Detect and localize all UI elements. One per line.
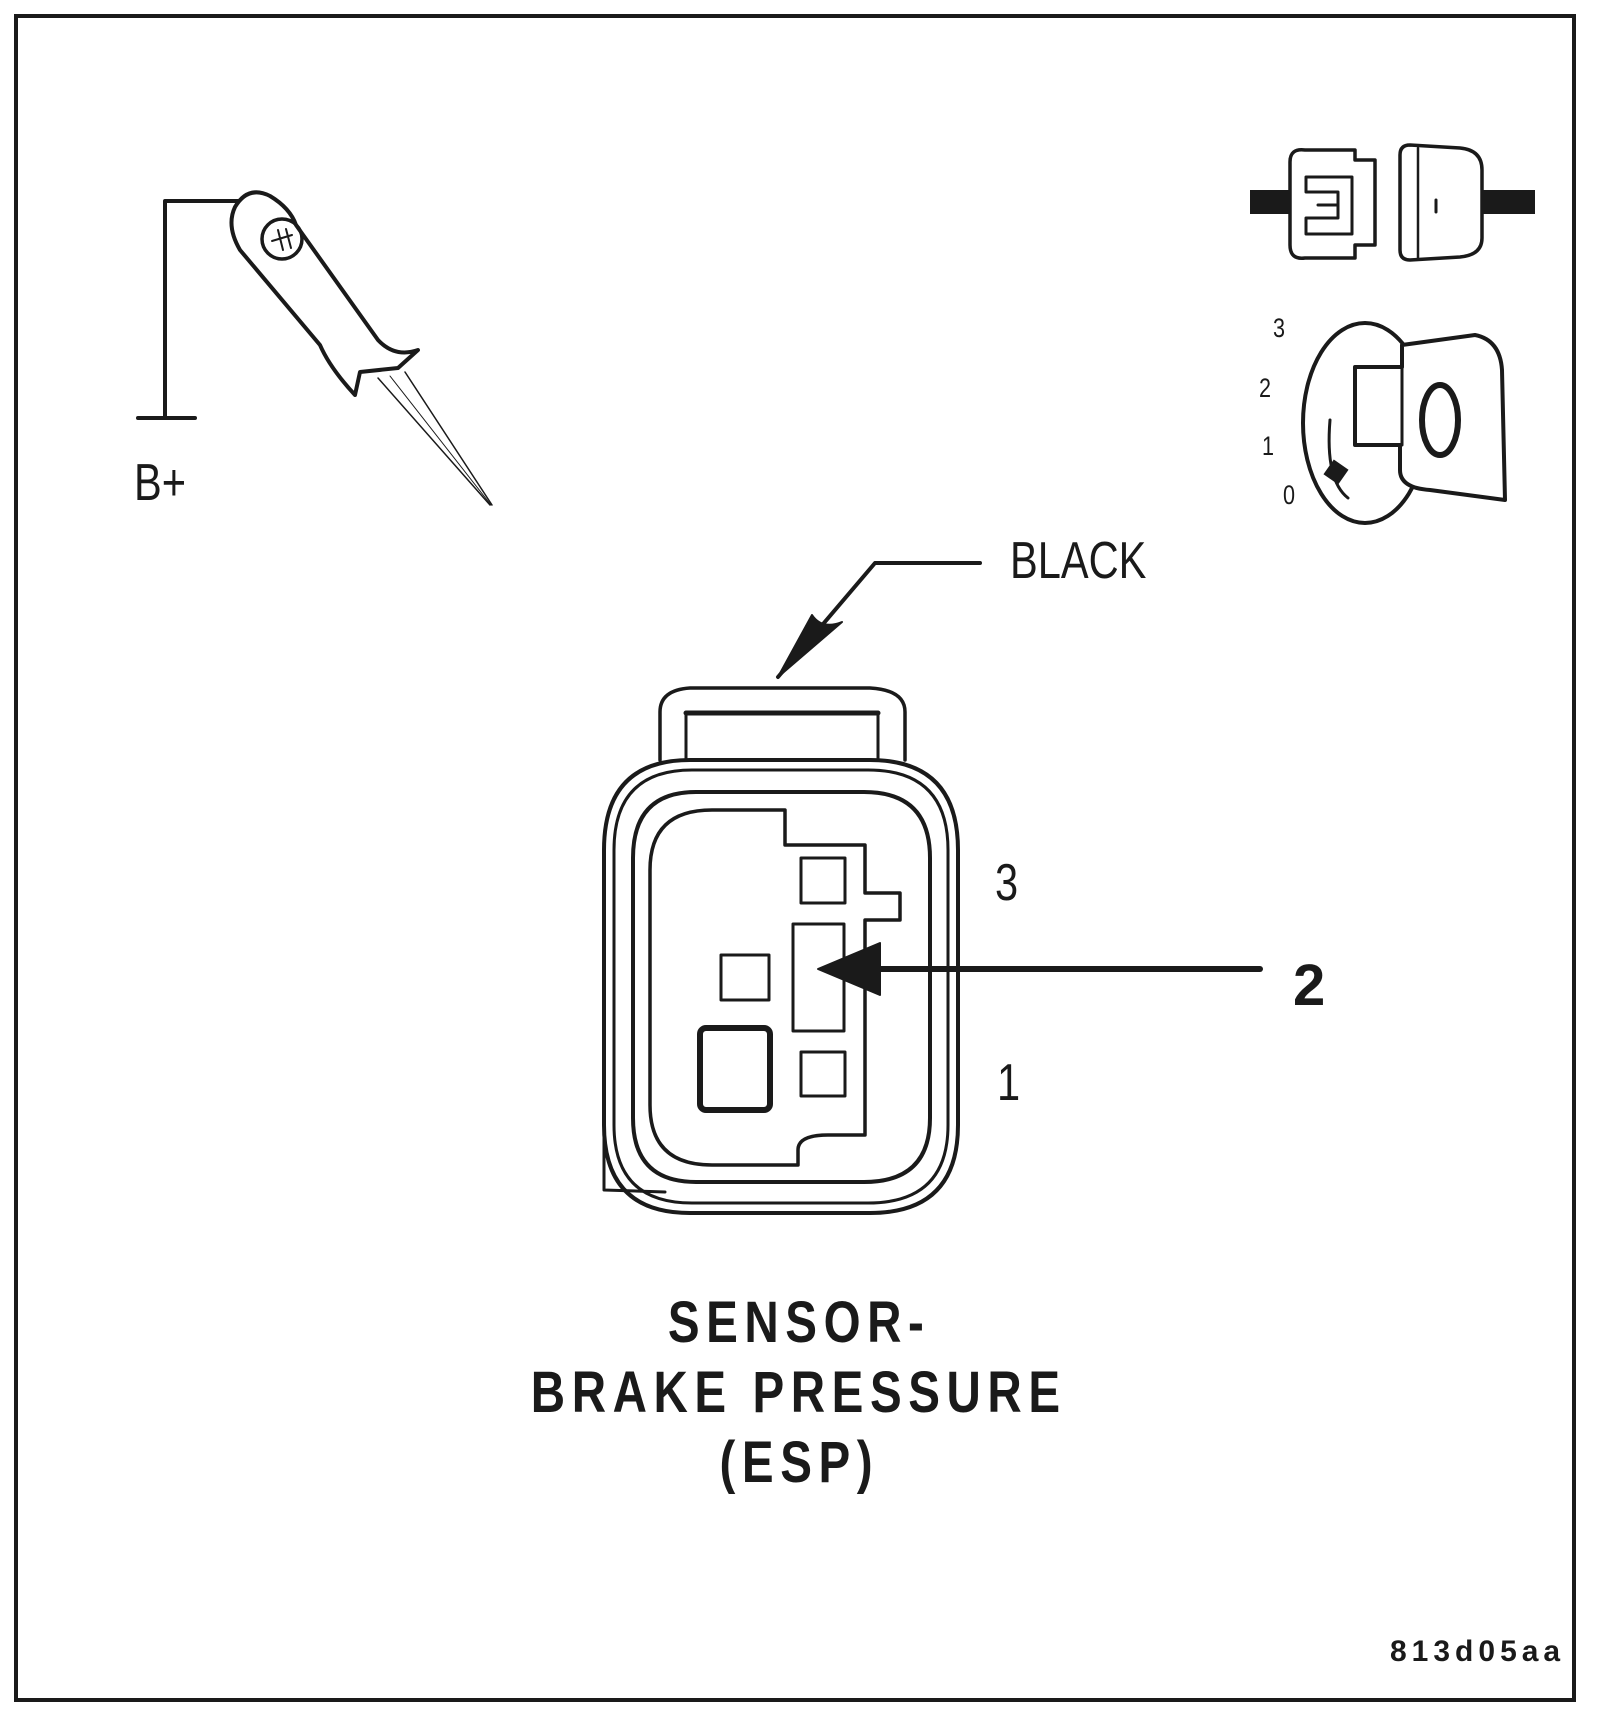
component-title-line-1: SENSOR- [667,1290,931,1355]
wire-color-leader-icon [776,561,982,679]
supply-label: B+ [134,454,187,512]
pin-label-top: 3 [995,854,1019,912]
component-title-line-3: (ESP) [719,1430,879,1495]
disconnected-connector-icon [1250,143,1535,262]
pointer-arrow-icon [817,942,1263,996]
figure-code: 813d05aa [1390,1635,1566,1668]
test-light-probe-icon [136,190,493,506]
ignition-position-1: 1 [1262,431,1275,461]
ignition-position-2: 2 [1259,373,1272,403]
ignition-key-switch-icon [1301,321,1507,525]
pin-label-bottom: 1 [997,1054,1021,1112]
ignition-position-3: 3 [1273,313,1286,343]
callout-number: 2 [1293,953,1326,1018]
component-title-line-2: BRAKE PRESSURE [531,1360,1067,1425]
figure-border [14,14,1576,1702]
ignition-position-0: 0 [1283,480,1296,510]
wire-color-label: BLACK [1010,532,1147,590]
connector-face-icon [602,686,960,1215]
